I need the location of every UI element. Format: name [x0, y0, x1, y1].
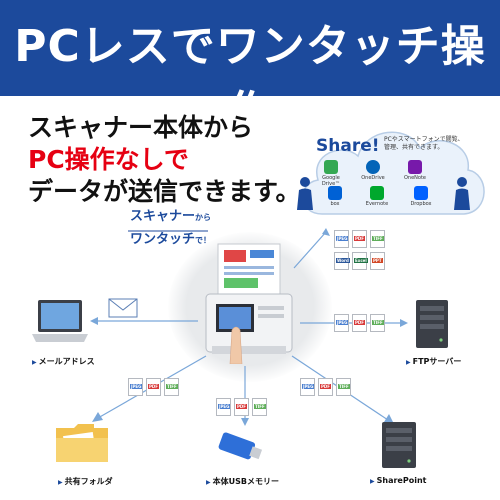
arrow-up-right [293, 228, 330, 269]
smartphone-person-icon [297, 177, 313, 210]
mail-label: メールアドレス [32, 356, 95, 367]
server-icon [416, 300, 448, 348]
tiff-file-icon: TIFF [252, 398, 267, 416]
headline-line-3: データが送信できます。 [28, 177, 301, 206]
jpeg-file-icon: JPEG [216, 398, 231, 416]
title-banner: PCレスでワンタッチ操作 [0, 0, 500, 138]
google-drive-label: Google Drive™ [321, 175, 341, 187]
folder-icon [56, 424, 108, 462]
tiff-file-icon: TIFF [336, 378, 351, 396]
onenote-item: OneNote [398, 160, 432, 181]
file-group-usb: JPEG PDF TIFF [216, 398, 267, 416]
pdf-file-icon: PDF [352, 230, 367, 248]
jpeg-file-icon: JPEG [334, 230, 349, 248]
usb-label: 本体USBメモリー [206, 476, 279, 487]
ppt-file-icon: PPT [370, 252, 385, 270]
callout-underline [128, 230, 208, 232]
box-label: box [330, 201, 340, 207]
ftp-label: FTPサーバー [406, 356, 462, 367]
tiff-file-icon: TIFF [370, 314, 385, 332]
dropbox-item: Dropbox [404, 186, 438, 207]
headline-line-1: スキャナー本体から [28, 113, 254, 142]
pdf-file-icon: PDF [146, 378, 161, 396]
callout-kara: から [195, 213, 212, 222]
laptop-icon [32, 300, 88, 342]
onedrive-icon [366, 160, 380, 174]
onenote-icon [408, 160, 422, 174]
arrow-down [241, 366, 249, 426]
headline-line-2: PC操作なしで [28, 145, 189, 174]
arrow-right [300, 319, 408, 327]
callout-one-touch: ワンタッチ [130, 232, 196, 247]
usb-memory-icon [218, 432, 263, 460]
onedrive-item: OneDrive [356, 160, 390, 181]
pdf-file-icon: PDF [234, 398, 249, 416]
shared-folder-label: 共有フォルダ [58, 476, 113, 487]
banner-title: PCレスでワンタッチ操作 [14, 21, 486, 138]
pdf-file-icon: PDF [352, 314, 367, 332]
google-drive-icon [324, 160, 338, 174]
tiff-file-icon: TIFF [370, 230, 385, 248]
cloud-icon [301, 131, 485, 215]
word-file-icon: Word [334, 252, 350, 270]
box-icon [328, 186, 342, 200]
dropbox-label: Dropbox [410, 201, 432, 207]
tiff-file-icon: TIFF [164, 378, 179, 396]
pdf-file-icon: PDF [318, 378, 333, 396]
envelope-icon [108, 298, 138, 318]
dropbox-icon [414, 186, 428, 200]
onenote-label: OneNote [403, 175, 427, 181]
arrow-left [90, 317, 198, 325]
box-item: box [318, 186, 352, 207]
person-icon [454, 177, 470, 210]
onedrive-label: OneDrive [361, 175, 385, 181]
server-icon [382, 422, 416, 468]
jpeg-file-icon: JPEG [334, 314, 349, 332]
file-group-cloud-2: Word Excel PPT [334, 252, 385, 270]
file-group-folder: JPEG PDF TIFF [128, 378, 179, 396]
jpeg-file-icon: JPEG [128, 378, 143, 396]
callout-de: で！ [195, 236, 212, 245]
scanner-icon [205, 243, 293, 364]
google-drive-item: Google Drive™ [314, 160, 348, 187]
callout-scanner: スキャナー [130, 209, 196, 224]
callout-text: スキャナーから ワンタッチで！ [130, 206, 211, 252]
excel-file-icon: Excel [352, 252, 368, 270]
share-label: Share! [316, 136, 380, 156]
file-group-cloud-1: JPEG PDF TIFF [334, 230, 385, 248]
file-group-ftp: JPEG PDF TIFF [334, 314, 385, 332]
evernote-item: Evernote [360, 186, 394, 207]
share-note: PCやスマートフォンで閲覧、管理、共有できます。 [384, 136, 464, 151]
jpeg-file-icon: JPEG [300, 378, 315, 396]
evernote-icon [370, 186, 384, 200]
sharepoint-label: SharePoint [370, 476, 427, 485]
file-group-sharepoint: JPEG PDF TIFF [300, 378, 351, 396]
evernote-label: Evernote [365, 201, 389, 207]
